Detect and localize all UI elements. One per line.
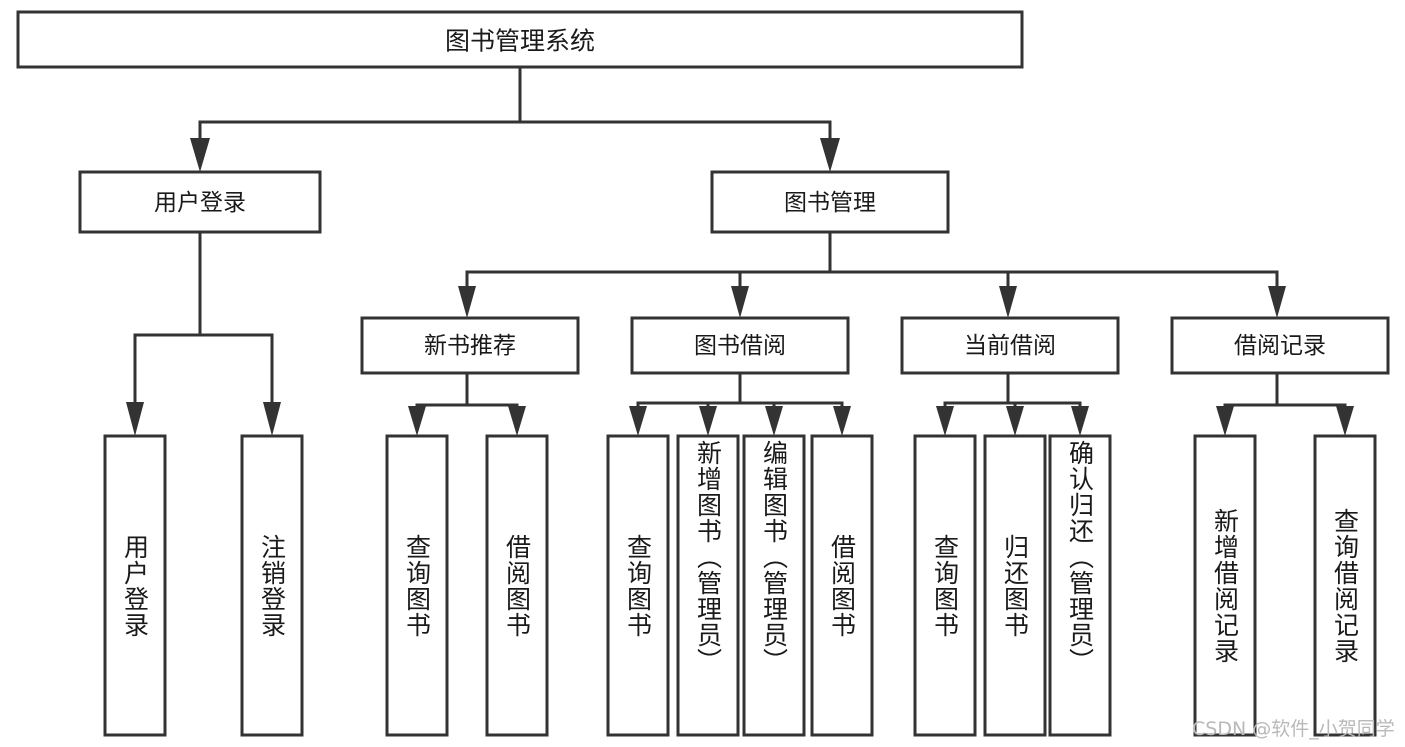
- leaf-query-book-3-box[interactable]: [913, 434, 977, 737]
- arrow-user-login-leaf-1: [126, 402, 144, 436]
- leaf-logout-box[interactable]: [240, 434, 304, 737]
- node-user-login-box[interactable]: [78, 170, 322, 234]
- node-new-book-recommend-box[interactable]: [360, 316, 580, 375]
- leaf-query-book-2-box[interactable]: [606, 434, 670, 737]
- connector-group-user-login: [126, 230, 281, 436]
- leaf-boxes: [103, 434, 1377, 737]
- arrow-nbr-leaf-2: [508, 406, 526, 436]
- node-user-login-label: 用户登录: [154, 190, 246, 216]
- connector-group-borrow-record: [1216, 371, 1354, 436]
- arrow-bm-book-borrow: [731, 286, 749, 318]
- leaf-query-record-box[interactable]: [1313, 434, 1377, 737]
- connector-group-root: [190, 65, 840, 172]
- arrow-root-to-book-manage: [820, 138, 840, 172]
- arrow-bm-new-book-recommend: [458, 286, 476, 318]
- node-new-book-recommend[interactable]: 新书推荐: [360, 316, 580, 375]
- node-borrow-record-box[interactable]: [1170, 316, 1390, 375]
- arrow-bb-leaf-4: [833, 406, 851, 436]
- node-book-manage[interactable]: 图书管理: [710, 170, 950, 234]
- node-root[interactable]: 图书管理系统: [16, 10, 1024, 69]
- node-user-login[interactable]: 用户登录: [78, 170, 322, 234]
- node-current-borrow[interactable]: 当前借阅: [900, 316, 1120, 375]
- leaf-user-login-box[interactable]: [103, 434, 167, 737]
- leaf-query-book-1-box[interactable]: [385, 434, 449, 737]
- leaf-borrow-book-2-box[interactable]: [810, 434, 874, 737]
- arrow-br-leaf-1: [1216, 406, 1234, 436]
- arrow-br-leaf-2: [1336, 406, 1354, 436]
- leaf-confirm-return-box[interactable]: [1048, 434, 1112, 737]
- node-book-borrow-box[interactable]: [630, 316, 850, 375]
- arrow-bm-borrow-record: [1268, 286, 1286, 318]
- node-root-box[interactable]: [16, 10, 1024, 69]
- node-root-label: 图书管理系统: [445, 27, 595, 56]
- leaf-add-book-box[interactable]: [676, 434, 740, 737]
- arrow-bm-current-borrow: [999, 286, 1017, 318]
- arrow-bb-leaf-2: [699, 406, 717, 436]
- arrow-cb-leaf-2: [1006, 406, 1024, 436]
- node-book-borrow[interactable]: 图书借阅: [630, 316, 850, 375]
- arrow-bb-leaf-3: [765, 406, 783, 436]
- connector-group-book-borrow: [629, 371, 851, 436]
- node-book-borrow-label: 图书借阅: [694, 333, 786, 359]
- node-new-book-recommend-label: 新书推荐: [424, 333, 516, 359]
- connector-group-book-manage: [458, 230, 1286, 318]
- arrow-user-login-leaf-2: [263, 402, 281, 436]
- arrow-cb-leaf-1: [936, 406, 954, 436]
- node-book-manage-box[interactable]: [710, 170, 950, 234]
- node-borrow-record-label: 借阅记录: [1234, 333, 1326, 359]
- arrow-bb-leaf-1: [629, 406, 647, 436]
- leaf-add-record-box[interactable]: [1193, 434, 1257, 737]
- leaf-edit-book-box[interactable]: [742, 434, 806, 737]
- connector-group-new-book-recommend: [408, 371, 526, 436]
- arrow-cb-leaf-3: [1071, 406, 1089, 436]
- arrow-nbr-leaf-1: [408, 406, 426, 436]
- node-current-borrow-label: 当前借阅: [964, 333, 1056, 359]
- node-book-manage-label: 图书管理: [784, 190, 876, 216]
- arrow-root-to-user-login: [190, 138, 210, 172]
- leaf-return-book-box[interactable]: [983, 434, 1047, 737]
- connector-group-current-borrow: [936, 371, 1089, 436]
- node-borrow-record[interactable]: 借阅记录: [1170, 316, 1390, 375]
- leaf-borrow-book-1-box[interactable]: [485, 434, 549, 737]
- node-current-borrow-box[interactable]: [900, 316, 1120, 375]
